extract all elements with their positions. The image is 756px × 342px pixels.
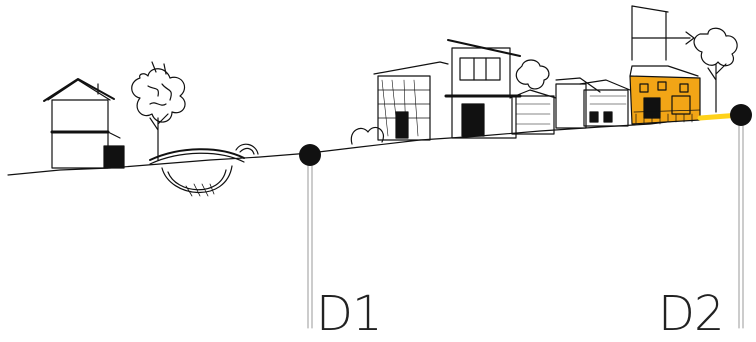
marker-d2-dot — [730, 104, 752, 126]
marker-d1-dot — [299, 144, 321, 166]
left-tree-sketch — [132, 62, 185, 160]
left-house-sketch — [44, 79, 124, 168]
bridge-sketch — [150, 144, 258, 196]
middle-houses-sketch — [351, 40, 630, 144]
marker-label-d1: D1 — [316, 290, 382, 338]
marker-label-d2: D2 — [658, 290, 724, 338]
marker-d2 — [730, 104, 752, 328]
highlighted-house-sketch — [630, 6, 737, 124]
